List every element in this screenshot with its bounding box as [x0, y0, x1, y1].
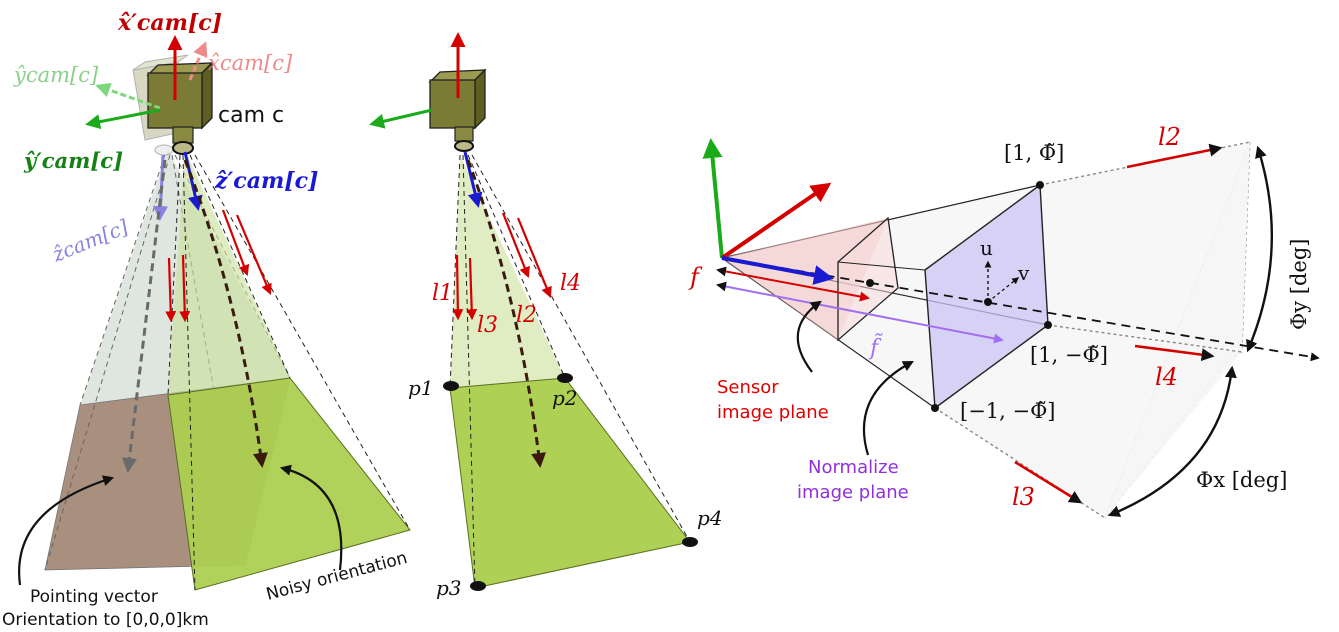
cam-label: cam c	[218, 103, 284, 128]
mid-l2-label: l2	[516, 303, 537, 328]
pointing-vector-line	[121, 159, 167, 473]
sensor-plane-label-1: Sensor	[717, 377, 779, 398]
f-tilde-arrow	[716, 281, 1004, 344]
middle-y-arrow	[369, 108, 433, 129]
pointing-vector-callout	[18, 475, 115, 586]
corner-bottom-label: [−1, −Φ̃]	[960, 399, 1056, 423]
normalize-callout	[862, 360, 914, 456]
y-cam-prime-label: ŷ′cam[c]	[23, 148, 123, 173]
normalized-plane-label-1: Normalize	[808, 457, 899, 478]
middle-camera	[428, 68, 487, 152]
phi-y-label: Φy [deg]	[1287, 239, 1311, 330]
x-cam-arrow	[188, 41, 208, 81]
x-cam-label: x̂cam[c]	[208, 51, 293, 75]
frame-red-arrow	[720, 182, 832, 260]
noisy-orientation-callout	[279, 464, 343, 571]
r-l4-label: l4	[1155, 363, 1178, 391]
phi-y-arc	[1246, 145, 1273, 353]
p3-label: p3	[436, 576, 462, 600]
middle-pointing-line	[466, 159, 547, 468]
z-cam-prime-label: ẑ′cam[c]	[214, 168, 318, 194]
y-cam-label: ŷcam[c]	[13, 63, 99, 87]
p1-label: p1	[408, 376, 434, 400]
l3-arrow	[1014, 460, 1083, 504]
sensor-plane-label-2: image plane	[717, 402, 829, 423]
p4-label: p4	[697, 506, 723, 530]
f-label: f	[688, 263, 703, 291]
p2-label: p2	[552, 386, 578, 410]
r-l2-label: l2	[1158, 123, 1181, 151]
noisy-orientation-line	[183, 159, 268, 468]
normalized-plane-label-2: image plane	[797, 482, 909, 503]
pointing-vector-label: Pointing vector	[30, 587, 158, 607]
sensor-callout	[796, 300, 822, 373]
z-cam-prime-arrow	[183, 151, 203, 211]
v-label: v	[1017, 261, 1030, 285]
x-cam-prime-label: x̂′cam[c]	[117, 10, 222, 36]
u-label: u	[980, 236, 993, 260]
phi-x-label: Φx [deg]	[1196, 468, 1287, 492]
corner-top-label: [1, Φ̃]	[1004, 141, 1064, 165]
right-panel: [1, Φ̃] [1, −Φ̃] [−1, −Φ̃] u v f f̃ l2 l…	[688, 123, 1320, 519]
l2-arrow	[1126, 143, 1223, 169]
frame-green-arrow	[702, 138, 724, 259]
r-l3-label: l3	[1012, 483, 1035, 511]
middle-panel: l1 l3 l2 l4 p1 p2 p3 p4	[369, 32, 723, 600]
y-cam-arrow	[95, 82, 161, 110]
phi-x-arc	[1107, 365, 1237, 517]
left-panel: x̂′cam[c] x̂cam[c] ŷcam[c] ŷ′cam[c] cam …	[2, 10, 411, 630]
l4-arrow	[1134, 344, 1215, 362]
mid-l3-label: l3	[477, 313, 498, 338]
corner-right-label: [1, −Φ̃]	[1030, 343, 1108, 367]
y-cam-prime-arrow	[85, 108, 161, 130]
mid-l1-label: l1	[432, 281, 453, 306]
orientation-origin-label: Orientation to [0,0,0]km	[2, 610, 209, 630]
optical-axis	[721, 257, 1320, 362]
mid-l4-label: l4	[560, 271, 581, 296]
z-cam-label: ẑcam[c]	[48, 215, 132, 267]
